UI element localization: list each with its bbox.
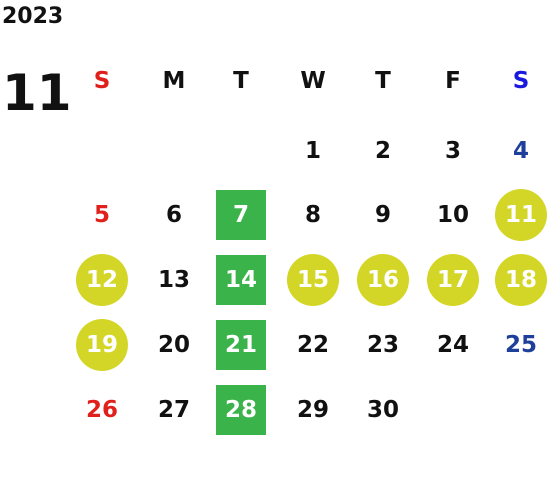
day-cell-12[interactable]: 12 (67, 255, 137, 305)
weekday-header-friday: F (445, 67, 461, 94)
day-number: 17 (436, 266, 469, 293)
day-cell-30[interactable]: 30 (348, 385, 418, 435)
day-number: 19 (85, 331, 118, 358)
day-cell-14[interactable]: 14 (206, 255, 276, 305)
day-cell-15[interactable]: 15 (278, 255, 348, 305)
day-cell-23[interactable]: 23 (348, 320, 418, 370)
day-cell-7[interactable]: 7 (206, 190, 276, 240)
day-cell-28[interactable]: 28 (206, 385, 276, 435)
day-cell-9[interactable]: 9 (348, 190, 418, 240)
month-number: 11 (2, 64, 72, 122)
day-cell-18[interactable]: 18 (486, 255, 548, 305)
day-cell-11[interactable]: 11 (486, 190, 548, 240)
year-label: 2023 (2, 4, 64, 29)
day-cell-6[interactable]: 6 (139, 190, 209, 240)
day-number: 26 (85, 396, 118, 423)
weekday-header-wednesday: W (300, 67, 326, 94)
day-number: 16 (366, 266, 399, 293)
day-cell-3[interactable]: 3 (418, 126, 488, 176)
day-cell-13[interactable]: 13 (139, 255, 209, 305)
day-cell-20[interactable]: 20 (139, 320, 209, 370)
day-number: 7 (232, 201, 249, 228)
day-cell-26[interactable]: 26 (67, 385, 137, 435)
day-number: 20 (157, 331, 190, 358)
day-cell-8[interactable]: 8 (278, 190, 348, 240)
day-cell-21[interactable]: 21 (206, 320, 276, 370)
day-number: 5 (93, 201, 110, 228)
day-cell-24[interactable]: 24 (418, 320, 488, 370)
day-number: 3 (444, 137, 461, 164)
day-cell-4[interactable]: 4 (486, 126, 548, 176)
day-number: 18 (504, 266, 537, 293)
day-cell-16[interactable]: 16 (348, 255, 418, 305)
day-number: 9 (374, 201, 391, 228)
day-cell-29[interactable]: 29 (278, 385, 348, 435)
day-number: 21 (224, 331, 257, 358)
day-cell-1[interactable]: 1 (278, 126, 348, 176)
day-number: 13 (157, 266, 190, 293)
weekday-header-sunday: S (93, 67, 111, 94)
day-cell-22[interactable]: 22 (278, 320, 348, 370)
day-number: 22 (296, 331, 329, 358)
day-cell-10[interactable]: 10 (418, 190, 488, 240)
weekday-header-saturday: S (512, 67, 530, 94)
day-number: 23 (366, 331, 399, 358)
day-number: 8 (304, 201, 321, 228)
weekday-header-tuesday: T (233, 67, 249, 94)
day-number: 1 (304, 137, 321, 164)
day-number: 12 (85, 266, 118, 293)
day-cell-17[interactable]: 17 (418, 255, 488, 305)
day-number: 30 (366, 396, 399, 423)
day-cell-5[interactable]: 5 (67, 190, 137, 240)
weekday-header-monday: M (162, 67, 186, 94)
weekday-header-thursday: T (375, 67, 391, 94)
day-number: 10 (436, 201, 469, 228)
day-number: 28 (224, 396, 257, 423)
day-cell-27[interactable]: 27 (139, 385, 209, 435)
day-cell-19[interactable]: 19 (67, 320, 137, 370)
day-number: 11 (504, 201, 537, 228)
day-number: 27 (157, 396, 190, 423)
day-number: 14 (224, 266, 257, 293)
day-number: 2 (374, 137, 391, 164)
day-number: 4 (512, 137, 529, 164)
day-number: 15 (296, 266, 329, 293)
day-number: 25 (504, 331, 537, 358)
day-number: 24 (436, 331, 469, 358)
day-number: 6 (165, 201, 182, 228)
day-number: 29 (296, 396, 329, 423)
day-cell-25[interactable]: 25 (486, 320, 548, 370)
day-cell-2[interactable]: 2 (348, 126, 418, 176)
